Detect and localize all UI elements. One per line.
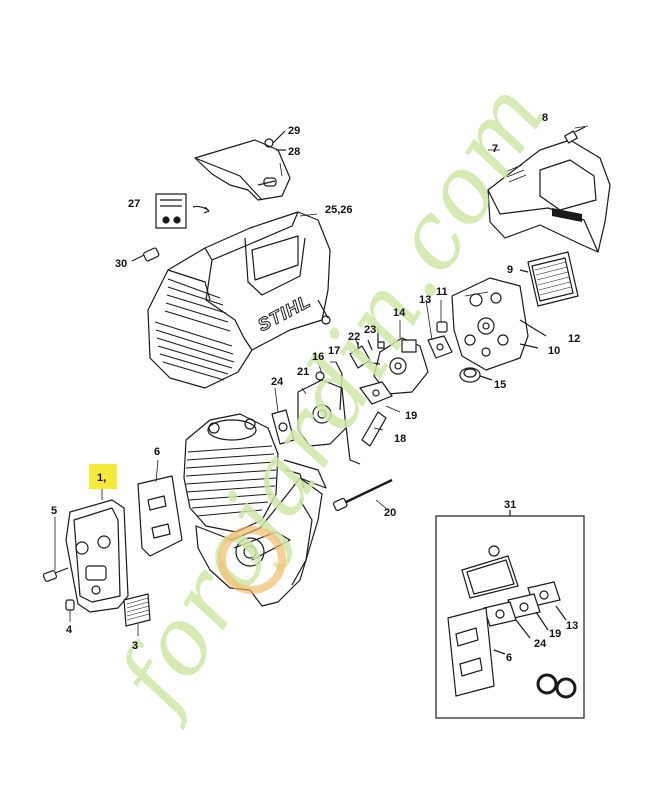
label-1: 1, (97, 472, 107, 484)
label-21: 21 (297, 366, 310, 378)
spark-screen (123, 593, 151, 627)
label-22: 22 (348, 331, 361, 343)
label-31: 31 (504, 499, 517, 511)
kit-box-31 (435, 510, 585, 719)
label-16: 16 (312, 351, 325, 363)
label-11: 11 (436, 286, 448, 298)
label-14: 14 (393, 307, 406, 319)
label-10: 10 (548, 345, 561, 357)
label-24: 24 (271, 376, 284, 388)
gasket-24 (271, 409, 295, 445)
label-6: 6 (154, 446, 161, 458)
label-8: 8 (542, 112, 549, 124)
label-5: 5 (51, 505, 58, 517)
label-27: 27 (128, 198, 141, 210)
label-30: 30 (115, 258, 128, 270)
gasket-13 (427, 335, 453, 359)
label-13: 13 (419, 294, 432, 306)
label-17: 17 (328, 345, 341, 357)
long-screw (343, 478, 393, 505)
label-4: 4 (66, 624, 73, 636)
label-15: 15 (494, 379, 507, 391)
label-3: 3 (132, 640, 139, 652)
sticker (155, 193, 187, 229)
label-12: 12 (568, 333, 581, 345)
label-9: 9 (507, 264, 514, 276)
label-29: 29 (288, 125, 301, 137)
label-19: 19 (405, 410, 418, 422)
top-cap (194, 139, 291, 201)
label-24b: 24 (534, 638, 547, 650)
air-filter-cover (487, 139, 611, 253)
label-13b: 13 (566, 620, 579, 632)
label-28: 28 (288, 146, 301, 158)
highlight-box (89, 464, 117, 489)
heat-shield-6 (137, 475, 183, 557)
gasket-19 (359, 381, 393, 405)
label-19b: 19 (549, 628, 562, 640)
intake-tube (361, 411, 387, 447)
label-18: 18 (394, 433, 407, 445)
label-23: 23 (364, 324, 377, 336)
label-25-26: 25,26 (325, 204, 353, 216)
label-20: 20 (384, 507, 397, 519)
filter-element (527, 251, 579, 307)
main-shroud (147, 211, 331, 389)
filter-base (451, 277, 529, 371)
muffler (65, 499, 129, 613)
label-7: 7 (492, 143, 499, 155)
label-6b: 6 (506, 652, 513, 664)
intake-manifold (297, 379, 347, 447)
